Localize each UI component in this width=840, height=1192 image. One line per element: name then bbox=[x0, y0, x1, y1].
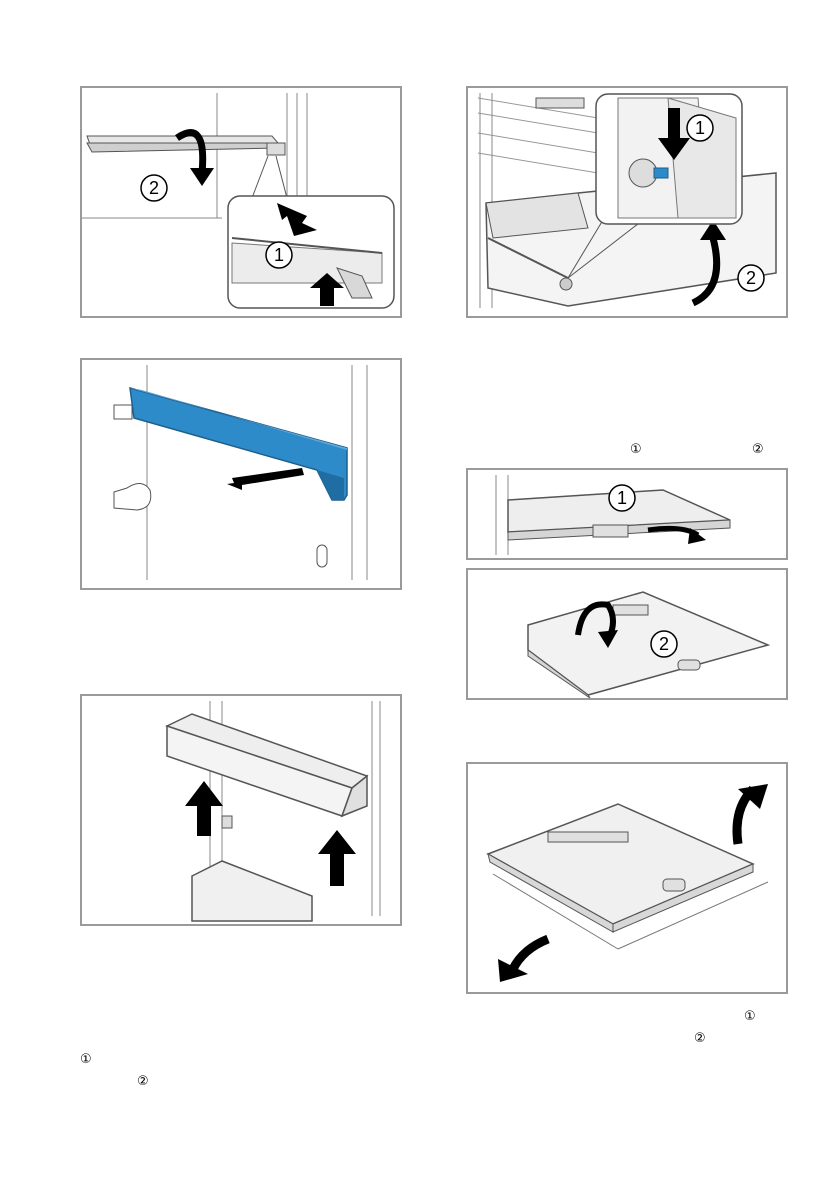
callout-2: 2 bbox=[141, 175, 167, 201]
glass-shelf-rotate-illustration: 2 bbox=[468, 570, 786, 698]
glass-shelf-tilt-illustration: 1 bbox=[468, 470, 786, 558]
callout-1: 1 bbox=[609, 485, 635, 511]
svg-text:2: 2 bbox=[746, 268, 756, 288]
figure-drawer-release: 2 1 bbox=[466, 86, 788, 318]
drawer-release-illustration: 2 1 bbox=[468, 88, 786, 316]
step-marker-2: ② bbox=[694, 1032, 706, 1046]
blue-bracket-illustration bbox=[82, 360, 400, 588]
figure-shelf-release: 2 1 bbox=[80, 86, 402, 318]
figure-glass-shelf-tilt: 1 bbox=[466, 468, 788, 560]
figure-door-bins bbox=[80, 694, 402, 926]
callout-1: 1 bbox=[687, 115, 713, 141]
shelf-release-illustration: 2 1 bbox=[82, 88, 400, 316]
figure-blue-bracket bbox=[80, 358, 402, 590]
shelf-lift-out-illustration bbox=[468, 764, 786, 992]
svg-text:1: 1 bbox=[617, 488, 627, 508]
step-marker-2: ② bbox=[137, 1075, 149, 1089]
figure-glass-shelf-rotate: 2 bbox=[466, 568, 788, 700]
figure-shelf-lift-out bbox=[466, 762, 788, 994]
svg-text:1: 1 bbox=[274, 245, 284, 265]
step-marker-1: ① bbox=[630, 443, 642, 457]
step-marker-1: ① bbox=[80, 1053, 92, 1067]
step-marker-1: ① bbox=[744, 1010, 756, 1024]
svg-text:1: 1 bbox=[695, 118, 705, 138]
callout-2: 2 bbox=[651, 631, 677, 657]
callout-1: 1 bbox=[266, 242, 292, 268]
door-bins-illustration bbox=[82, 696, 400, 924]
svg-text:2: 2 bbox=[659, 634, 669, 654]
callout-2: 2 bbox=[738, 265, 764, 291]
step-marker-2: ② bbox=[752, 443, 764, 457]
svg-text:2: 2 bbox=[149, 178, 159, 198]
